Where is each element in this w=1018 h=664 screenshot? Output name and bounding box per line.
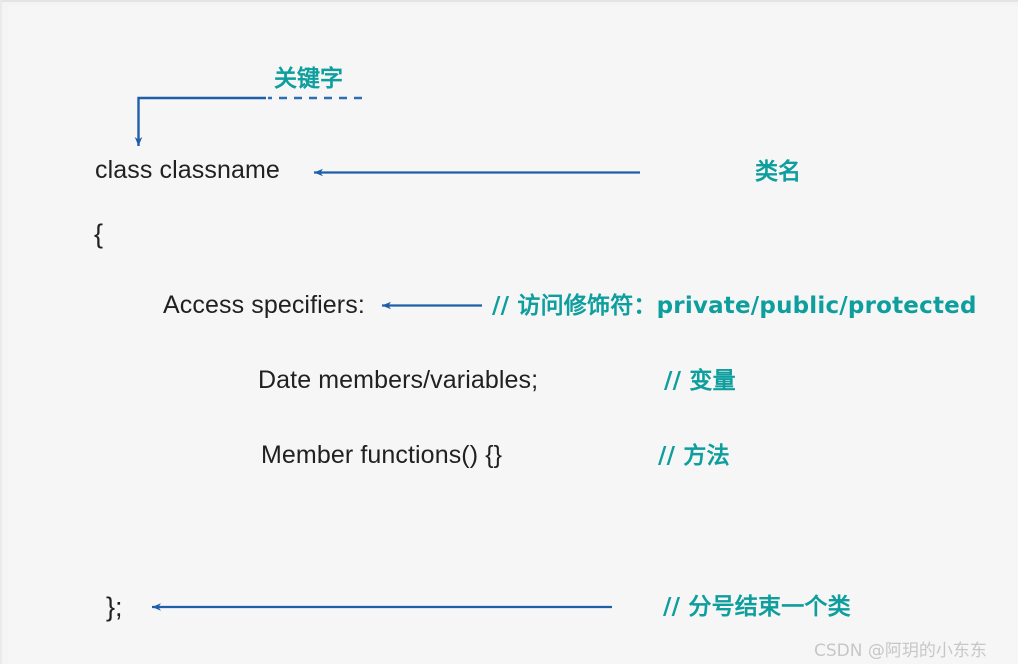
code-member-functions: Member functions() {} <box>261 441 503 469</box>
access-specifier-comment: // 访问修饰符：private/public/protected <box>492 293 977 319</box>
code-class-declaration: class classname <box>95 156 280 184</box>
keyword-connector <box>134 96 362 146</box>
keyword-annotation-label: 关键字 <box>274 66 343 92</box>
code-data-members: Date members/variables; <box>258 366 539 394</box>
close-brace-comment: // 分号结束一个类 <box>663 594 851 620</box>
code-open-brace: { <box>94 219 104 249</box>
code-close-brace: }; <box>106 592 123 622</box>
methods-comment: // 方法 <box>658 443 730 469</box>
code-access-specifiers: Access specifiers: <box>163 291 365 319</box>
classname-annotation-label: 类名 <box>755 159 801 185</box>
variables-comment: // 变量 <box>664 368 736 394</box>
csdn-watermark: CSDN @阿玥的小东东 <box>814 641 987 661</box>
